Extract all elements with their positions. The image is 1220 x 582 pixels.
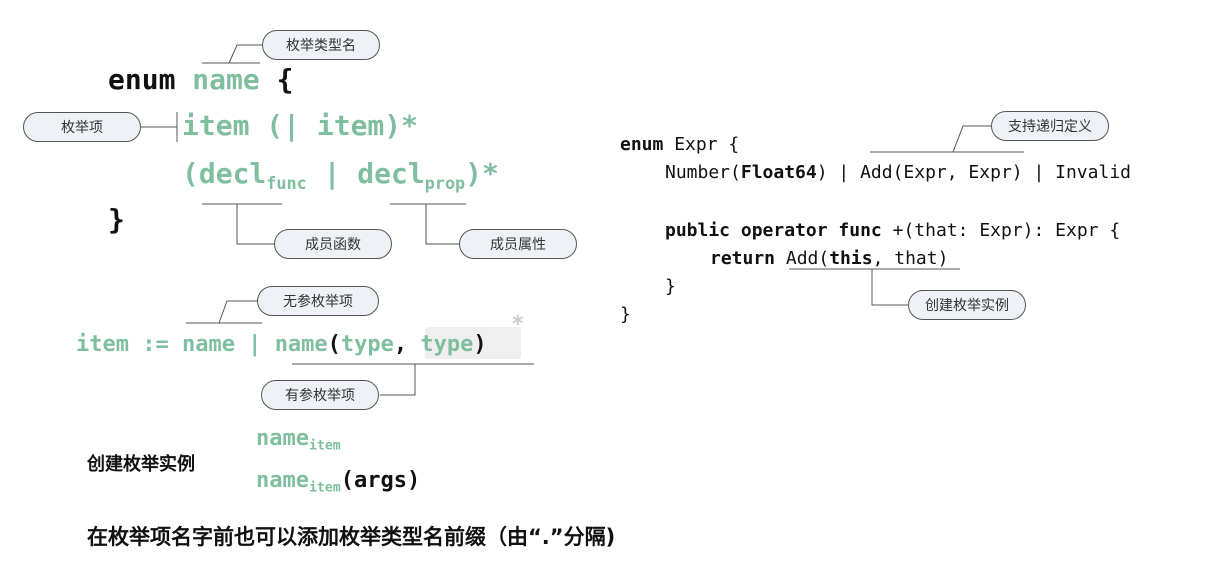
creation-form-2: nameitem(args) <box>256 466 420 496</box>
decl-close: )* <box>465 157 499 190</box>
callout-enum-item: 枚举项 <box>23 112 141 142</box>
item-rule-type2: type <box>420 332 474 357</box>
code-line-4: public operator func +(that: Expr): Expr… <box>620 217 1131 245</box>
creation-form-1: nameitem <box>256 424 341 454</box>
open-brace: { <box>276 63 294 96</box>
creation-sub-2: item <box>308 480 341 496</box>
connector-param-item <box>292 363 534 396</box>
code-enum-kw: enum <box>620 134 664 155</box>
code-func-kw: func <box>838 220 882 241</box>
code-blank-line <box>620 187 1131 217</box>
code-block: enum Expr { Number(Float64) | Add(Expr, … <box>620 131 1131 329</box>
code-line-6: } <box>665 276 676 297</box>
code-line-1: enum Expr { <box>620 131 1131 159</box>
callout-member-property: 成员属性 <box>459 229 577 259</box>
creation-name-1: name <box>256 426 309 451</box>
code-l2-c: ) | Add(Expr, Expr) | Invalid <box>816 162 1131 183</box>
item-rule-open: ( <box>327 332 341 357</box>
code-line-2: Number(Float64) | Add(Expr, Expr) | Inva… <box>620 159 1131 187</box>
decl-open: (decl <box>182 157 267 190</box>
footnote: 在枚举项名字前也可以添加枚举类型名前缀（由“.”分隔) <box>87 525 616 549</box>
item-rule: item := name | name(type, type) <box>76 330 487 360</box>
callout-recursive-def: 支持递归定义 <box>991 111 1109 141</box>
creation-name-2: name <box>256 468 309 493</box>
grammar-item-line: item (| item)* <box>182 109 419 142</box>
grammar-decl-line: (declfunc | declprop)* <box>182 156 499 192</box>
item-rule-comma: , <box>393 332 421 357</box>
repeat-highlight <box>425 327 521 359</box>
enum-keyword: enum <box>108 63 176 96</box>
code-l1-rest: Expr { <box>663 134 740 155</box>
item-rule-lhs: item := name | <box>76 332 275 357</box>
decl-pipe: | <box>306 157 358 190</box>
connector-enum-item <box>141 112 178 142</box>
code-this-kw: this <box>829 248 873 269</box>
code-public-kw: public <box>665 220 731 241</box>
connector-enum-type-name <box>202 44 262 64</box>
code-l2-a: Number( <box>665 162 741 183</box>
connector-member-function <box>202 203 282 245</box>
item-rule-close: ) <box>473 332 487 357</box>
code-l5-c: , that) <box>872 248 949 269</box>
connector-member-property <box>390 203 466 245</box>
item-rule-type1: type <box>340 332 394 357</box>
item-rule-name: name <box>274 332 328 357</box>
code-operator-kw: operator <box>740 220 828 241</box>
connector-recursive-def <box>870 125 1024 153</box>
code-line-5: return Add(this, that) <box>620 245 1131 273</box>
func-subscript: func <box>266 172 307 193</box>
close-brace: } <box>108 203 125 236</box>
code-l4-rest: +(that: Expr): Expr { <box>881 220 1121 241</box>
decl-word: decl <box>357 157 425 190</box>
creation-args: (args) <box>340 468 421 493</box>
code-return-kw: return <box>710 248 776 269</box>
callout-create-instance: 创建枚举实例 <box>908 290 1026 320</box>
connector-no-param-item <box>186 300 262 324</box>
callout-member-function: 成员函数 <box>274 229 392 259</box>
callout-no-param-item: 无参枚举项 <box>257 286 379 316</box>
code-line-7: } <box>620 304 631 325</box>
callout-enum-type-name: 枚举类型名 <box>262 30 380 60</box>
callout-param-item: 有参枚举项 <box>261 380 379 410</box>
code-l2-float: Float64 <box>740 162 817 183</box>
repeat-star: * <box>512 312 524 337</box>
prop-subscript: prop <box>424 172 466 193</box>
enum-name: name <box>192 63 260 96</box>
grammar-enum-header: enum name { <box>108 62 293 98</box>
creation-sub-1: item <box>308 438 341 454</box>
code-l5-a: Add( <box>775 248 830 269</box>
connector-create-instance <box>789 268 960 306</box>
creation-label: 创建枚举实例 <box>87 454 195 475</box>
